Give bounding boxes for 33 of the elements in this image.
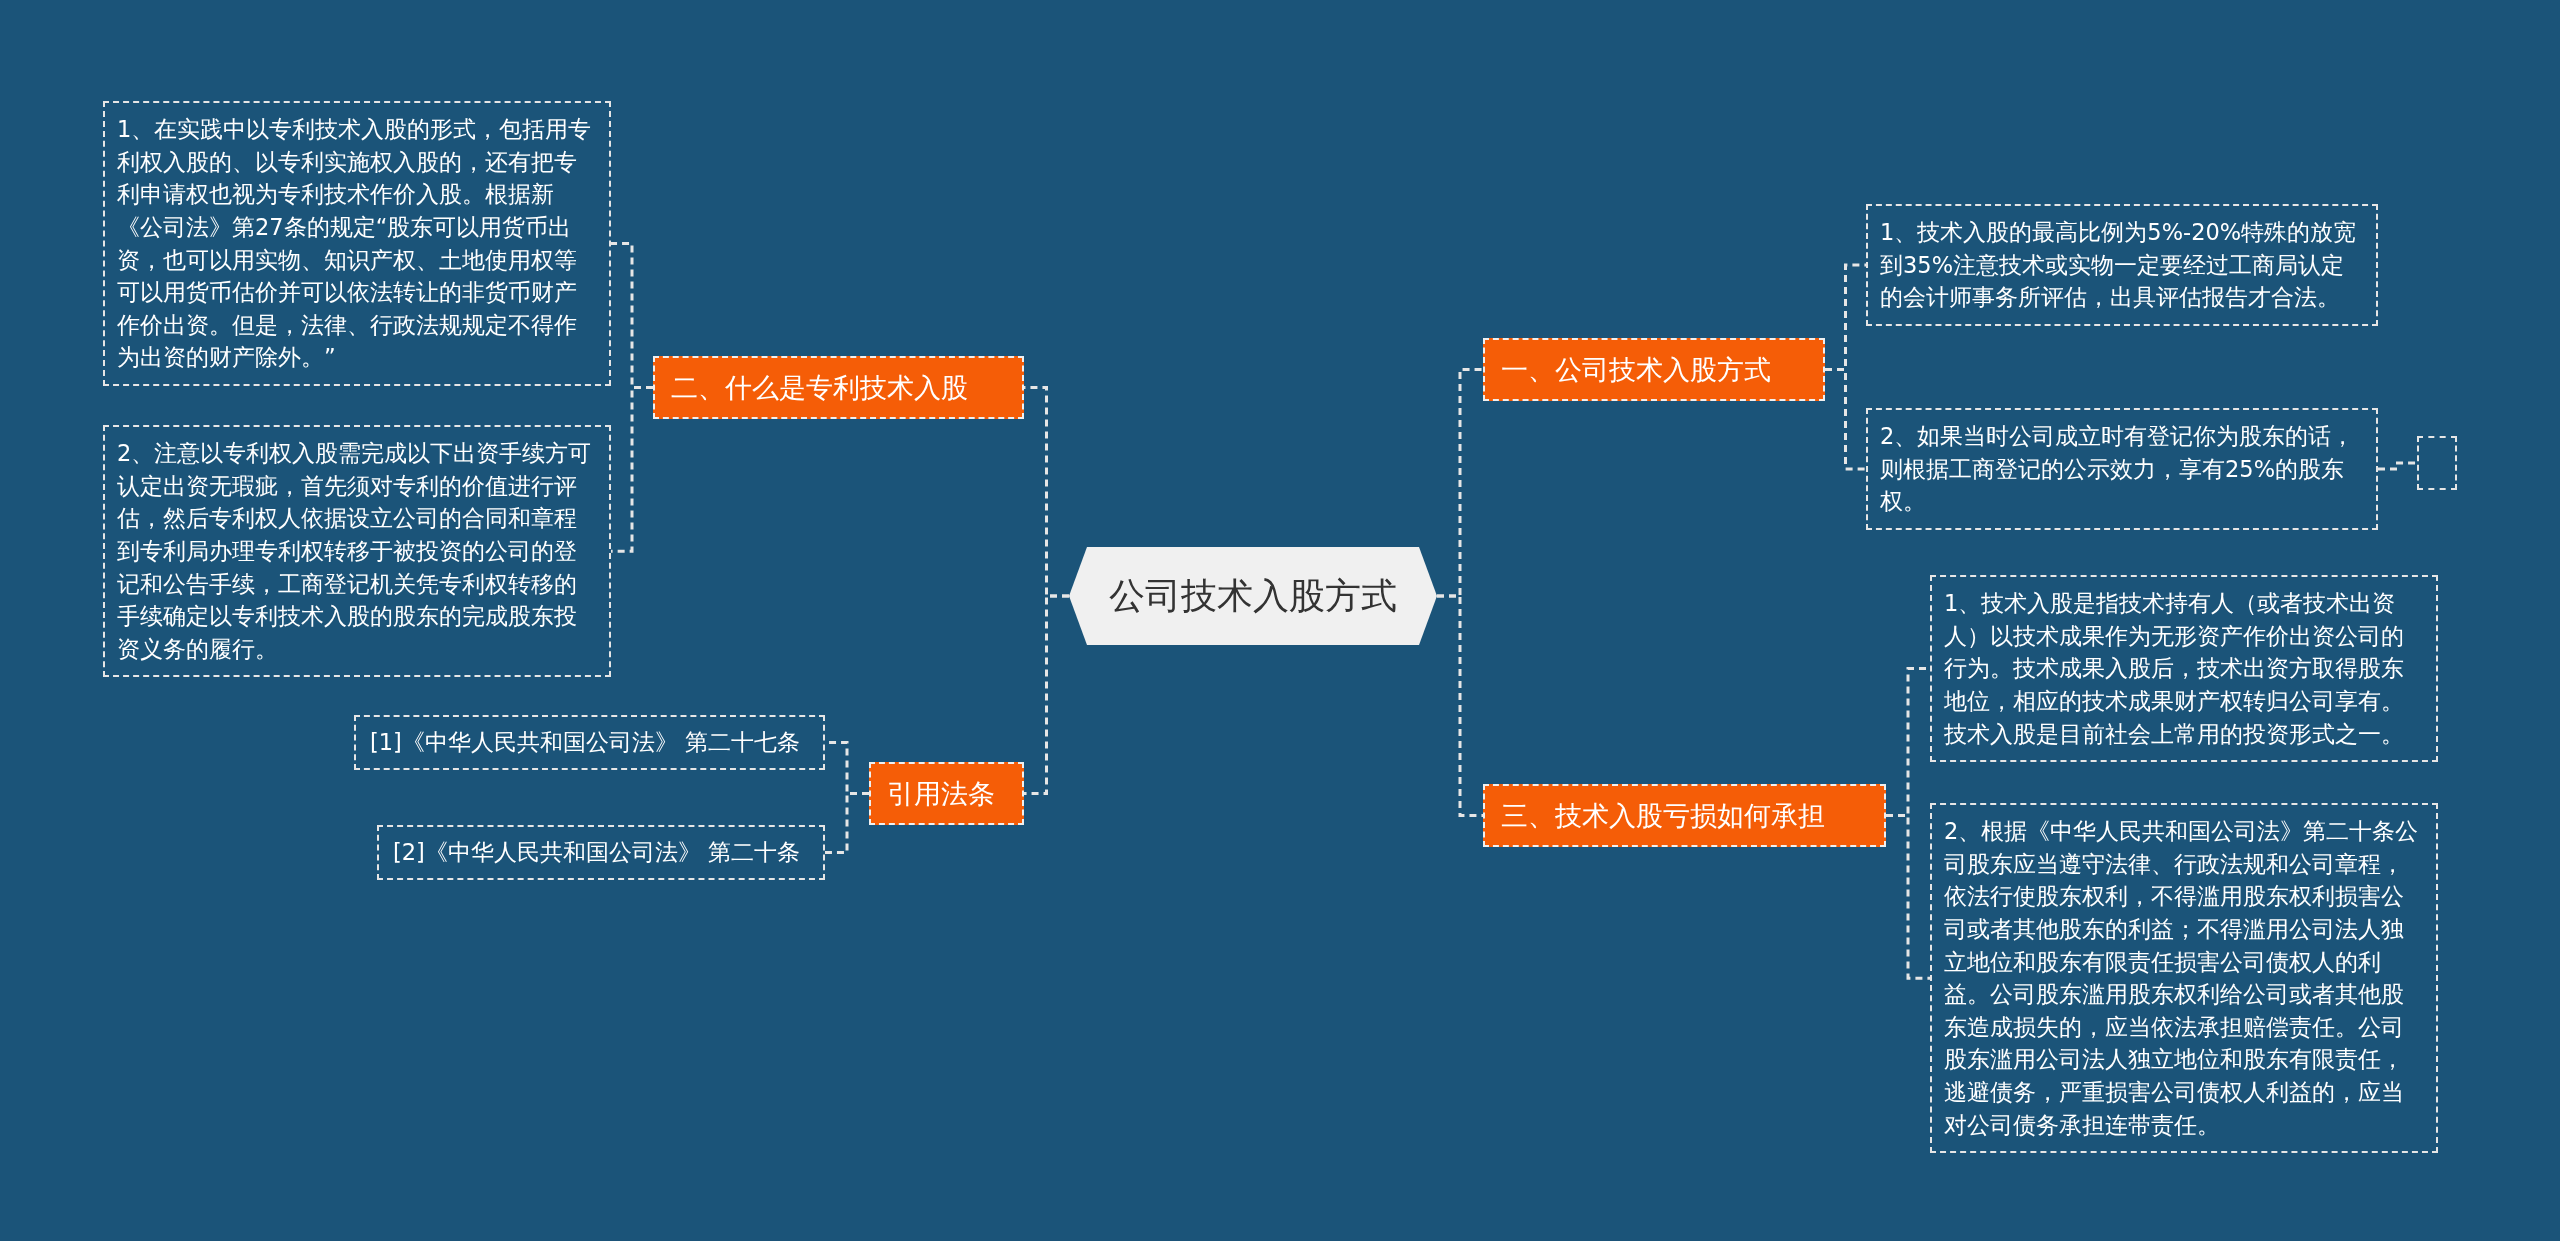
note-text: 2、如果当时公司成立时有登记你为股东的话，则根据工商登记的公示效力，享有25%的股东权。 bbox=[1880, 422, 2356, 517]
note-text: 1、技术入股是指技术持有人（或者技术出资人）以技术成果作为无形资产作价出资公司的行为。技术成果入股后，技术出资方取得股东地位，相应的技术成果财产权转归公司享有。技术入股是目前社会上常用的投资形式之一。 bbox=[1944, 589, 2405, 749]
connector bbox=[2378, 461, 2417, 471]
topic-box bbox=[653, 356, 1024, 420]
note-box bbox=[103, 101, 611, 386]
connector bbox=[1024, 594, 1069, 796]
citation-box bbox=[377, 825, 825, 880]
note-box bbox=[103, 425, 611, 678]
topic-label: 引用法条 bbox=[887, 777, 996, 811]
topic-label: 三、技术入股亏损如何承担 bbox=[1501, 799, 1826, 833]
central-topic-hexagon bbox=[1069, 547, 1437, 645]
connector bbox=[1825, 368, 1866, 471]
citation-text: [2]《中华人民共和国公司法》 第二十条 bbox=[393, 838, 802, 867]
note-text: 1、技术入股的最高比例为5%-20%特殊的放宽到35%注意技术或实物一定要经过工商局认定的会计师事务所评估，出具评估报告才合法。 bbox=[1880, 218, 2358, 313]
empty-box bbox=[2417, 436, 2457, 490]
topic-box bbox=[1483, 338, 1825, 402]
note-text: 2、注意以专利权入股需完成以下出资手续方可认定出资无瑕疵，首先须对专利的价值进行评估，然后专利权人依据设立公司的合同和章程到专利局办理专利权转移于被投资的公司的登记和公告手续，工商登记机关凭专利权转移的手续确定以专利技术入股的股东的完成股东投资义务的履行。 bbox=[117, 439, 593, 664]
citation-text: [1]《中华人民共和国公司法》 第二十七条 bbox=[370, 728, 802, 757]
central-topic-label: 公司技术入股方式 bbox=[1109, 573, 1397, 618]
connector bbox=[611, 386, 653, 553]
citation-box bbox=[354, 715, 825, 770]
topic-box bbox=[869, 762, 1024, 826]
note-text: 2、根据《中华人民共和国公司法》第二十条公司股东应当遵守法律、行政法规和公司章程，依法行使股东权利，不得滥用股东权利损害公司或者其他股东的利益；不得滥用公司法人独立地位和股东有限责任损害公司债权人的利益。公司股东滥用股东权利给公司或者其他股东造成损失的，应当依法承担赔偿责任。公司股东滥用公司法人独立地位和股东有限责任，逃避债务，严重损害公司债权人利益的，应当对公司债务承担连带责任。 bbox=[1944, 817, 2420, 1140]
note-box bbox=[1866, 408, 2378, 530]
connector bbox=[1886, 814, 1930, 980]
topic-label: 一、公司技术入股方式 bbox=[1501, 353, 1772, 387]
note-box bbox=[1930, 575, 2438, 763]
topic-box bbox=[1483, 784, 1886, 848]
topic-label: 二、什么是专利技术入股 bbox=[671, 371, 969, 405]
note-box bbox=[1866, 204, 2378, 326]
note-text: 1、在实践中以专利技术入股的形式，包括用专利权入股的、以专利实施权入股的，还有把专利申请权也视为专利技术作价入股。根据新《公司法》第27条的规定“股东可以用货币出资，也可以用实物、知识产权、土地使用权等可以用货币估价并可以依法转让的非货币财产作价出资。但是，法律、行政法规规定不得作为出资的财产除外。” bbox=[117, 115, 593, 373]
connector bbox=[1437, 594, 1483, 818]
connector bbox=[825, 792, 869, 854]
